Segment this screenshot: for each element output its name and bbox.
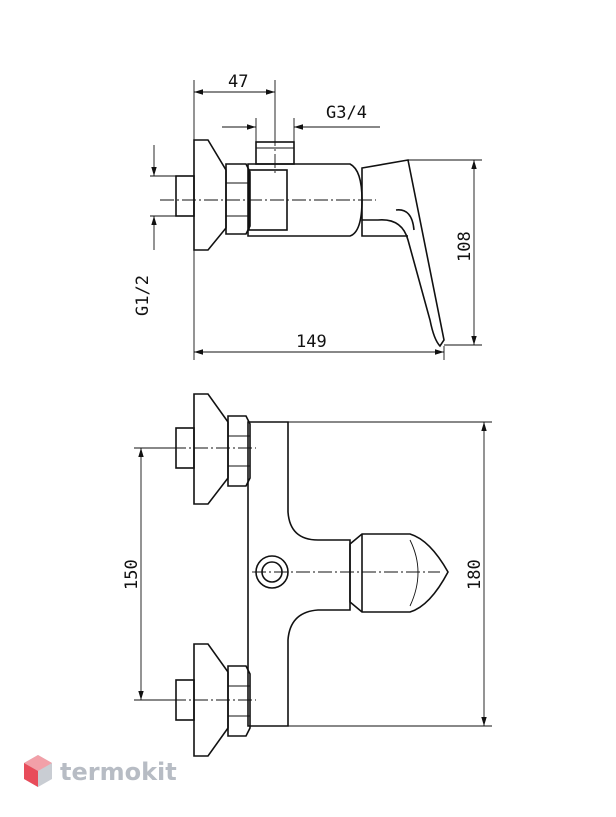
- dim-g3-4: G3/4: [326, 103, 367, 123]
- dim-47: 47: [228, 72, 248, 92]
- front-nut-bottom: [227, 665, 251, 737]
- dim-149: 149: [296, 332, 327, 352]
- front-view: 150 180: [122, 393, 492, 757]
- dim-g1-2: G1/2: [133, 275, 153, 316]
- side-lever-handle: [361, 159, 445, 348]
- dim-180: 180: [465, 559, 485, 590]
- front-flange-top: [193, 393, 229, 505]
- side-inlet-stub: [175, 175, 195, 217]
- watermark-logo: termokit: [24, 755, 177, 787]
- side-view: 47 G3/4 G1/2 108 149: [133, 72, 482, 360]
- front-lever-handle: [349, 533, 449, 613]
- dim-150: 150: [122, 559, 142, 590]
- front-nut-top: [227, 415, 251, 487]
- side-wall-flange: [193, 139, 227, 251]
- front-body-bar: [247, 421, 351, 727]
- watermark-brand: termokit: [60, 758, 177, 786]
- dim-108: 108: [455, 231, 475, 262]
- side-hex-nut: [225, 163, 251, 235]
